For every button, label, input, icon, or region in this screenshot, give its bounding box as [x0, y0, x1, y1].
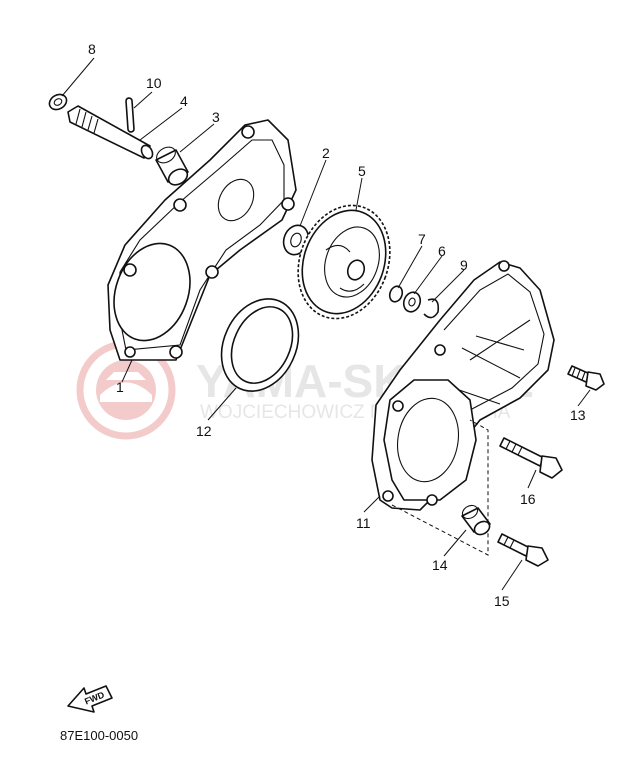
leader-9 — [431, 269, 465, 303]
callout-4: 4 — [180, 93, 188, 109]
callout-14: 14 — [432, 557, 448, 573]
part-16-bolt — [499, 437, 563, 479]
callout-9: 9 — [460, 257, 468, 273]
leader-14 — [443, 529, 467, 557]
part-11-cover — [371, 260, 555, 556]
callout-5: 5 — [358, 163, 366, 179]
part-9-circlip — [423, 298, 440, 319]
callouts: 8 10 4 3 2 5 7 6 9 1 12 13 16 11 14 15 — [88, 41, 586, 609]
callout-3: 3 — [212, 109, 220, 125]
leader-lines — [61, 57, 591, 591]
leader-4 — [139, 107, 183, 141]
callout-2: 2 — [322, 145, 330, 161]
part-1-cover — [107, 119, 297, 361]
part-5-gear — [297, 204, 391, 320]
callout-7: 7 — [418, 231, 426, 247]
callout-10: 10 — [146, 75, 162, 91]
callout-13: 13 — [570, 407, 586, 423]
part-14-dowel — [461, 504, 491, 536]
leader-1 — [121, 359, 133, 383]
part-7-washer — [388, 285, 404, 303]
leader-5 — [355, 177, 363, 211]
part-12-gasket — [220, 298, 300, 392]
leader-8 — [61, 57, 95, 97]
callout-16: 16 — [520, 491, 536, 507]
callout-8: 8 — [88, 41, 96, 57]
callout-1: 1 — [116, 379, 124, 395]
leader-6 — [413, 255, 443, 295]
part-4-shaft — [67, 105, 154, 160]
leader-2 — [299, 159, 327, 227]
part-15-bolt — [497, 533, 549, 567]
callout-12: 12 — [196, 423, 212, 439]
part-13-bolt — [567, 365, 605, 391]
part-3-bushing — [155, 146, 189, 186]
leader-7 — [397, 245, 423, 289]
leader-10 — [133, 91, 153, 109]
callout-6: 6 — [438, 243, 446, 259]
leader-11 — [363, 495, 381, 513]
leader-15 — [501, 559, 523, 591]
callout-15: 15 — [494, 593, 510, 609]
part-8-washer — [48, 93, 68, 111]
leader-3 — [179, 123, 215, 153]
drawing-code: 87E100-0050 — [60, 728, 138, 743]
leader-13 — [577, 389, 591, 407]
fwd-arrow-icon: FWD — [67, 685, 113, 713]
leader-16 — [527, 469, 537, 489]
callout-11: 11 — [356, 515, 371, 531]
part-10-pin — [125, 97, 135, 133]
leader-12 — [207, 387, 237, 421]
part-6-washer — [402, 291, 422, 313]
